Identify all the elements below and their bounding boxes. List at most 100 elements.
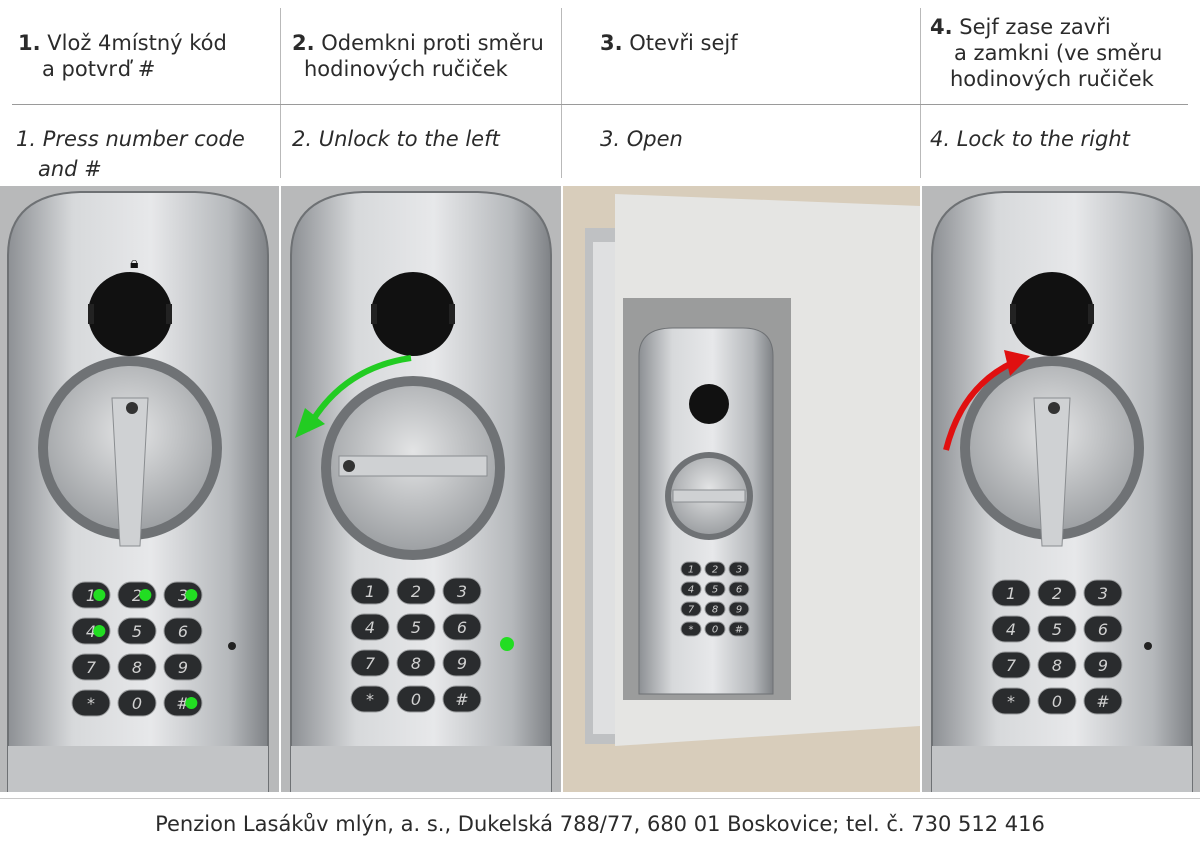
keypad-key[interactable] (991, 615, 1031, 643)
svg-text:🔒︎: 🔒︎ (130, 253, 139, 272)
keypad-key[interactable] (71, 617, 111, 645)
highlight-dot (93, 589, 106, 601)
keypad-key-label: 8 (132, 658, 142, 677)
step-2-english: 2. Unlock to the left (292, 127, 500, 151)
keypad-key[interactable] (991, 687, 1031, 715)
keypad-key[interactable] (991, 651, 1031, 679)
keypad-key-label: 6 (736, 585, 742, 596)
keypad-key[interactable] (350, 649, 390, 677)
header-divider (12, 104, 1188, 105)
keypad-key-label: 7 (1006, 656, 1017, 675)
keypad-key-label: 1 (688, 565, 694, 576)
keypad-key-label: * (87, 694, 95, 713)
keypad-key[interactable] (71, 581, 111, 609)
keypad-key-label: 0 (1052, 692, 1062, 711)
highlight-dot (185, 589, 198, 601)
keypad-key[interactable] (728, 561, 750, 577)
keypad-key-label: 1 (365, 582, 375, 601)
keypad-key-label: 8 (712, 605, 718, 616)
keypad-key[interactable] (163, 689, 203, 717)
keypad-key[interactable] (680, 581, 702, 597)
keypad-key[interactable] (117, 581, 157, 609)
step-4-english: 4. Lock to the right (930, 127, 1130, 151)
photo-strip: 🔒︎ 1 2 3 4 5 6 7 8 9 * 0 # (0, 186, 1200, 792)
keypad-key[interactable] (1083, 579, 1123, 607)
keypad-key[interactable] (1037, 687, 1077, 715)
keypad-key[interactable] (704, 581, 726, 597)
keypad-key[interactable] (728, 601, 750, 617)
keypad-key[interactable] (680, 621, 702, 637)
keypad-key-label: 2 (132, 586, 142, 605)
keypad-key-label: 4 (86, 622, 96, 641)
keypad-key[interactable] (1083, 651, 1123, 679)
keypad-key[interactable] (163, 617, 203, 645)
keypad-key-label: 8 (411, 654, 421, 673)
keypad-key[interactable] (396, 613, 436, 641)
keypad-key-label: # (455, 690, 468, 709)
keypad-key-label: 7 (365, 654, 376, 673)
keypad-key[interactable] (728, 621, 750, 637)
keypad-key[interactable] (442, 613, 482, 641)
keypad-key[interactable] (704, 621, 726, 637)
keypad-key[interactable] (680, 561, 702, 577)
keypad-key[interactable] (350, 685, 390, 713)
keypad-key[interactable] (442, 577, 482, 605)
keypad-key-label: 4 (688, 585, 694, 596)
keypad-key[interactable] (728, 581, 750, 597)
keypad-key[interactable] (396, 577, 436, 605)
keypad-key[interactable] (163, 653, 203, 681)
keypad-key-label: 1 (1006, 584, 1016, 603)
keypad-key-label: # (735, 625, 743, 636)
keypad-key[interactable] (680, 601, 702, 617)
keypad-key[interactable] (442, 649, 482, 677)
keypad-key[interactable] (704, 561, 726, 577)
keypad-key[interactable] (117, 617, 157, 645)
keypad-key[interactable] (71, 689, 111, 717)
keypad-key[interactable] (163, 581, 203, 609)
keypad-key[interactable] (1083, 687, 1123, 715)
keypad-key-label: 5 (132, 622, 142, 641)
column-divider (561, 8, 562, 178)
keypad-key[interactable] (117, 689, 157, 717)
highlight-dot (93, 625, 106, 637)
keypad-key-label: * (366, 690, 374, 709)
keypad-key[interactable] (71, 653, 111, 681)
instruction-header: 1. Vlož 4místný kód a potvrď # 2. Odemkn… (0, 0, 1200, 186)
keypad-key[interactable] (1037, 579, 1077, 607)
keypad-key[interactable] (1037, 651, 1077, 679)
keypad-key-label: 9 (457, 654, 467, 673)
keypad-key-label: 6 (1098, 620, 1108, 639)
keypad-key[interactable] (991, 579, 1031, 607)
column-divider (920, 8, 921, 178)
keypad-key[interactable] (1083, 615, 1123, 643)
keypad-key-label: 7 (86, 658, 97, 677)
keypad-key[interactable] (704, 601, 726, 617)
footer-address: Penzion Lasákův mlýn, a. s., Dukelská 78… (155, 812, 1045, 836)
keypad-key-label: 4 (365, 618, 375, 637)
keypad-key-label: 5 (712, 585, 718, 596)
step-1-english: 1. Press number code and # (16, 127, 245, 181)
keypad-key[interactable] (350, 613, 390, 641)
keypad-key-label: 3 (736, 565, 742, 576)
keypad-key[interactable] (117, 653, 157, 681)
keypad-key[interactable] (350, 577, 390, 605)
keypad-key-label: 9 (736, 605, 742, 616)
keypad-key[interactable] (396, 685, 436, 713)
keypad-key[interactable] (442, 685, 482, 713)
footer-divider (0, 798, 1200, 799)
keypad-key-label: 2 (712, 565, 718, 576)
keypad-key-label: 3 (1098, 584, 1108, 603)
keypad-key[interactable] (1037, 615, 1077, 643)
keypad-key[interactable] (396, 649, 436, 677)
step-4-czech: 4. Sejf zase zavři a zamkni (ve směru ho… (930, 15, 1163, 91)
step-2-czech: 2. Odemkni proti směru hodinových ručiče… (292, 31, 544, 81)
keypad-key-label: 7 (688, 605, 695, 616)
step-3-english: 3. Open (600, 127, 683, 151)
keypad-key-label: * (1007, 692, 1015, 711)
keypad-key-label: 5 (1052, 620, 1062, 639)
keypad-key-label: 0 (132, 694, 142, 713)
